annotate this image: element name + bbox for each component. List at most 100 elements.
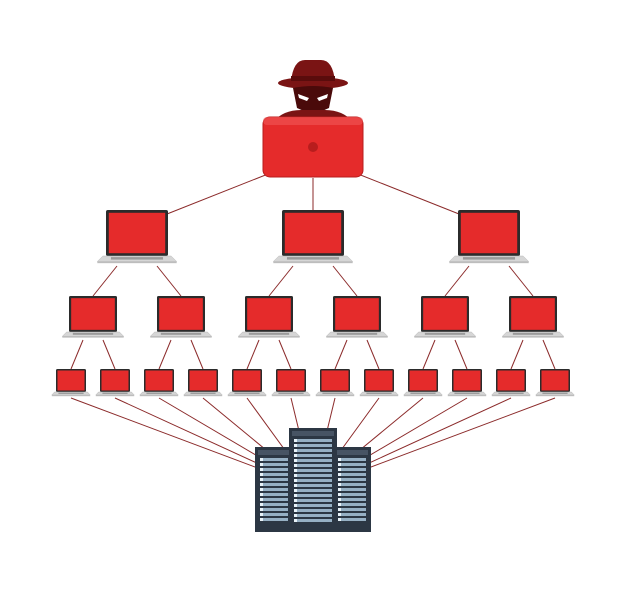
laptop-screen — [511, 298, 555, 330]
laptop-icon — [359, 369, 399, 397]
server-led — [260, 478, 263, 481]
laptop-keyboard — [512, 332, 554, 335]
laptop-base-edge — [491, 395, 531, 397]
server-drive-bay — [294, 514, 332, 517]
server-drive-bay — [294, 444, 332, 447]
server-drive-bay — [260, 508, 288, 511]
server-drive-bay — [294, 494, 332, 497]
server-drive-bay — [338, 513, 366, 516]
server-drive-bay — [338, 463, 366, 466]
laptop-base-edge — [227, 395, 267, 397]
connection-line — [332, 265, 358, 297]
server-drive-bay — [294, 439, 332, 442]
connection-line — [454, 339, 468, 370]
laptop-keyboard — [110, 257, 164, 260]
hacker-eye-left — [298, 94, 309, 101]
server-led — [338, 513, 341, 516]
laptop-screen — [423, 298, 467, 330]
laptop-base-edge — [51, 395, 91, 397]
server-drive-bay — [260, 478, 288, 481]
laptop-base-edge — [326, 336, 388, 338]
server-drive-bay — [260, 488, 288, 491]
laptop-keyboard — [498, 392, 524, 394]
connection-line — [268, 265, 294, 297]
laptop-base-edge — [62, 336, 124, 338]
server-drive-bay — [338, 458, 366, 461]
laptop-screen — [335, 298, 379, 330]
connection-line — [70, 397, 264, 471]
server-drive-bay — [294, 469, 332, 472]
laptop-base-edge — [150, 336, 212, 338]
laptop-icon — [61, 296, 125, 338]
server-led — [338, 478, 341, 481]
server-led — [294, 479, 297, 482]
connection-line — [352, 171, 460, 215]
laptop-screen — [108, 212, 166, 254]
laptop-screen — [460, 212, 518, 254]
laptop-base-edge — [95, 395, 135, 397]
laptop-keyboard — [72, 332, 114, 335]
laptop-icon — [535, 369, 575, 397]
laptop-keyboard — [366, 392, 392, 394]
laptop-icon — [149, 296, 213, 338]
laptop-screen — [247, 298, 291, 330]
laptop-base-edge — [449, 261, 529, 264]
server-led — [294, 474, 297, 477]
server-led — [260, 518, 263, 521]
laptop-icon — [491, 369, 531, 397]
laptop-screen — [321, 370, 349, 391]
laptop-base-edge — [273, 261, 353, 264]
server-led — [338, 503, 341, 506]
server-drive-bay — [294, 464, 332, 467]
connection-line — [362, 397, 556, 471]
server-led — [294, 519, 297, 522]
laptop-icon — [272, 210, 354, 264]
server-led — [294, 469, 297, 472]
laptop-keyboard — [146, 392, 172, 394]
connection-line — [190, 339, 204, 370]
server-drive-bay — [294, 519, 332, 522]
laptop-keyboard — [462, 257, 516, 260]
laptop-icon — [95, 369, 135, 397]
laptop-icon — [325, 296, 389, 338]
server-drive-bay — [338, 493, 366, 496]
laptop-screen — [233, 370, 261, 391]
server-led — [260, 513, 263, 516]
laptop-icon — [447, 369, 487, 397]
server-drive-bay — [260, 503, 288, 506]
server-led — [294, 504, 297, 507]
laptop-base-edge — [271, 395, 311, 397]
laptop-keyboard — [190, 392, 216, 394]
laptop-icon — [183, 369, 223, 397]
hacker-icon — [262, 60, 364, 178]
server-rack-center — [289, 428, 337, 532]
server-led — [260, 498, 263, 501]
laptop-screen — [277, 370, 305, 391]
server-drive-bay — [294, 484, 332, 487]
server-led — [294, 514, 297, 517]
server-led — [338, 488, 341, 491]
laptop-base-edge — [403, 395, 443, 397]
laptop-icon — [237, 296, 301, 338]
server-drive-bay — [260, 483, 288, 486]
server-drive-bay — [294, 474, 332, 477]
laptop-icon — [96, 210, 178, 264]
server-led — [294, 494, 297, 497]
server-top-vent — [292, 431, 334, 436]
server-led — [294, 464, 297, 467]
server-drive-bay — [338, 508, 366, 511]
hacker-face — [293, 86, 333, 112]
connection-line — [366, 339, 380, 370]
connection-line — [508, 265, 534, 297]
connection-line — [114, 397, 273, 471]
server-drive-bay — [338, 518, 366, 521]
laptop-base-edge — [535, 395, 575, 397]
laptop-keyboard — [286, 257, 340, 260]
server-led — [294, 439, 297, 442]
laptop-icon — [271, 369, 311, 397]
laptop-screen — [189, 370, 217, 391]
server-led — [338, 498, 341, 501]
laptop-screen — [159, 298, 203, 330]
connection-line — [166, 171, 274, 215]
